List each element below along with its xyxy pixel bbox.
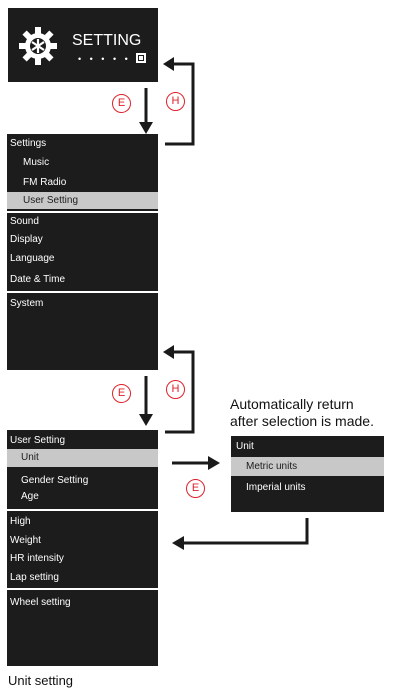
- unit-menu: Unit Metric units Imperial units: [231, 436, 384, 512]
- menu-title: User Setting: [10, 435, 66, 446]
- settings-menu: Settings Music FM Radio User Setting Sou…: [7, 134, 158, 370]
- setting-screen: SETTING • • • • •: [8, 8, 158, 82]
- page-indicator-dots: • • • • •: [78, 54, 131, 64]
- menu-item-unit[interactable]: Unit: [21, 452, 39, 463]
- menu-item-fm-radio[interactable]: FM Radio: [23, 177, 67, 188]
- menu-item-weight[interactable]: Weight: [10, 535, 41, 546]
- menu-item-system[interactable]: System: [10, 298, 44, 309]
- menu-selection-highlight: [231, 457, 384, 476]
- setting-label: SETTING: [72, 32, 142, 49]
- menu-selection-highlight: [7, 192, 158, 209]
- gear-icon: [19, 27, 57, 65]
- user-setting-menu: User Setting Unit Gender Setting Age Hig…: [7, 430, 158, 666]
- page-divider: [7, 291, 158, 293]
- page-divider: [7, 211, 158, 213]
- page-divider: [7, 588, 158, 590]
- menu-item-date-time[interactable]: Date & Time: [10, 274, 66, 285]
- e-button-marker: E: [112, 94, 131, 113]
- auto-return-note-line2: after selection is made.: [230, 413, 374, 429]
- auto-return-note-line1: Automatically return: [230, 396, 354, 412]
- menu-selection-highlight: [7, 449, 158, 467]
- h-button-marker: H: [166, 380, 185, 399]
- figure-caption: Unit setting: [8, 673, 74, 688]
- menu-item-metric-units[interactable]: Metric units: [246, 461, 298, 472]
- menu-title: Unit: [236, 441, 254, 452]
- menu-item-age[interactable]: Age: [21, 491, 39, 502]
- menu-item-lap-setting[interactable]: Lap setting: [10, 572, 59, 583]
- menu-item-hr-intensity[interactable]: HR intensity: [10, 553, 64, 564]
- menu-item-display[interactable]: Display: [10, 234, 43, 245]
- page-divider: [7, 509, 158, 511]
- e-button-marker: E: [186, 479, 205, 498]
- menu-item-sound[interactable]: Sound: [10, 216, 39, 227]
- menu-item-user-setting[interactable]: User Setting: [23, 195, 79, 206]
- menu-title: Settings: [10, 138, 47, 149]
- e-button-marker: E: [112, 384, 131, 403]
- page-indicator-current: [136, 53, 146, 63]
- menu-item-imperial-units[interactable]: Imperial units: [246, 482, 306, 493]
- menu-item-wheel-setting[interactable]: Wheel setting: [10, 597, 71, 608]
- menu-item-high[interactable]: High: [10, 516, 31, 527]
- menu-item-music[interactable]: Music: [23, 157, 50, 168]
- h-button-marker: H: [166, 92, 185, 111]
- menu-item-language[interactable]: Language: [10, 253, 55, 264]
- menu-item-gender-setting[interactable]: Gender Setting: [21, 475, 89, 486]
